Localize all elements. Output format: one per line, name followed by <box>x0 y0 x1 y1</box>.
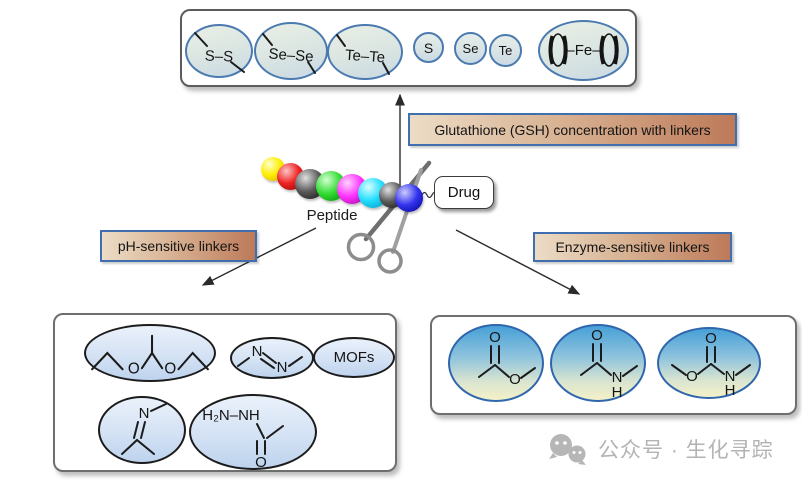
gsh-linkers-panel: S–S Se–Se Te–Te S Se Te <box>180 9 637 87</box>
peptide-bead <box>395 184 423 212</box>
arrow-to-enzyme-panel <box>455 229 581 295</box>
cyclopentadienyl-ring-icon <box>548 33 568 67</box>
atom-o: O <box>164 360 176 377</box>
gsh-banner-label: Glutathione (GSH) concentration with lin… <box>434 121 711 138</box>
atom-h: H <box>612 384 623 401</box>
acetal-structure-icon: O O <box>91 334 209 377</box>
hydrazone-ellipse: H₂N–NH O <box>189 394 317 471</box>
selenium-circle: Se <box>454 32 487 65</box>
ester-structure-icon: O O <box>478 329 536 388</box>
gsh-banner: Glutathione (GSH) concentration with lin… <box>408 113 737 146</box>
peptide-label: Peptide <box>306 207 358 224</box>
atom-n: N <box>612 369 623 386</box>
wechat-icon <box>549 434 586 465</box>
imine-ellipse: N <box>98 396 186 464</box>
ditelluride-label: Te–Te <box>344 47 385 67</box>
ditelluride-ellipse: Te–Te <box>327 24 403 80</box>
tellurium-circle: Te <box>489 34 522 67</box>
diselenide-ellipse: Se–Se <box>254 22 328 80</box>
carbamate-structure-icon: O O N H <box>671 330 751 399</box>
ester-ellipse: O O <box>448 324 544 402</box>
carbamate-ellipse: O O N H <box>657 327 761 399</box>
atom-o: O <box>705 330 717 347</box>
arrow-to-ph-panel <box>201 227 317 286</box>
amide-ellipse: O N H <box>550 324 646 402</box>
watermark: 公众号 · 生化寻踪 <box>546 431 774 467</box>
ph-banner-label: pH-sensitive linkers <box>117 238 240 254</box>
drug-label: Drug <box>447 184 481 201</box>
sulfur-label: S <box>423 39 434 56</box>
ferrocene-ellipse: –Fe– <box>538 20 629 81</box>
azo-ellipse: N N <box>230 337 314 379</box>
mofs-ellipse: MOFs <box>313 337 395 378</box>
atom-o: O <box>686 368 698 385</box>
sulfur-circle: S <box>413 32 444 63</box>
drug-box: Drug <box>434 176 494 209</box>
disulfide-ellipse: S–S <box>185 24 253 78</box>
atom-n: N <box>725 368 736 385</box>
ph-linkers-panel: O O N N MOFs N <box>53 313 397 472</box>
acetal-ellipse: O O <box>84 324 216 382</box>
amide-structure-icon: O N H <box>580 327 638 401</box>
diselenide-label: Se–Se <box>268 45 314 65</box>
atom-o: O <box>255 454 267 471</box>
atom-o: O <box>128 360 140 377</box>
mofs-label: MOFs <box>333 349 375 366</box>
ferrocene-label: –Fe– <box>566 42 601 59</box>
imine-structure-icon: N <box>121 403 167 455</box>
enzyme-banner-label: Enzyme-sensitive linkers <box>555 239 710 255</box>
enzyme-banner: Enzyme-sensitive linkers <box>533 232 732 262</box>
atom-o: O <box>489 329 501 346</box>
atom-h: H <box>725 382 736 399</box>
tellurium-label: Te <box>498 43 513 58</box>
atom-n: N <box>252 343 263 360</box>
atom-n: N <box>277 359 288 376</box>
cyclopentadienyl-ring-icon <box>599 33 619 67</box>
hydrazide-group-label: H₂N–NH <box>202 407 260 424</box>
atom-o: O <box>591 327 603 344</box>
atom-n: N <box>139 405 150 422</box>
hydrazone-structure-icon: H₂N–NH O <box>202 407 284 471</box>
selenium-label: Se <box>462 41 479 56</box>
watermark-text: 公众号 · 生化寻踪 <box>598 439 774 462</box>
ph-banner: pH-sensitive linkers <box>100 230 257 262</box>
enzyme-linkers-panel: O O O N H O <box>430 315 797 415</box>
azo-structure-icon: N N <box>237 343 303 376</box>
disulfide-label: S–S <box>205 48 234 66</box>
atom-o: O <box>509 371 521 388</box>
